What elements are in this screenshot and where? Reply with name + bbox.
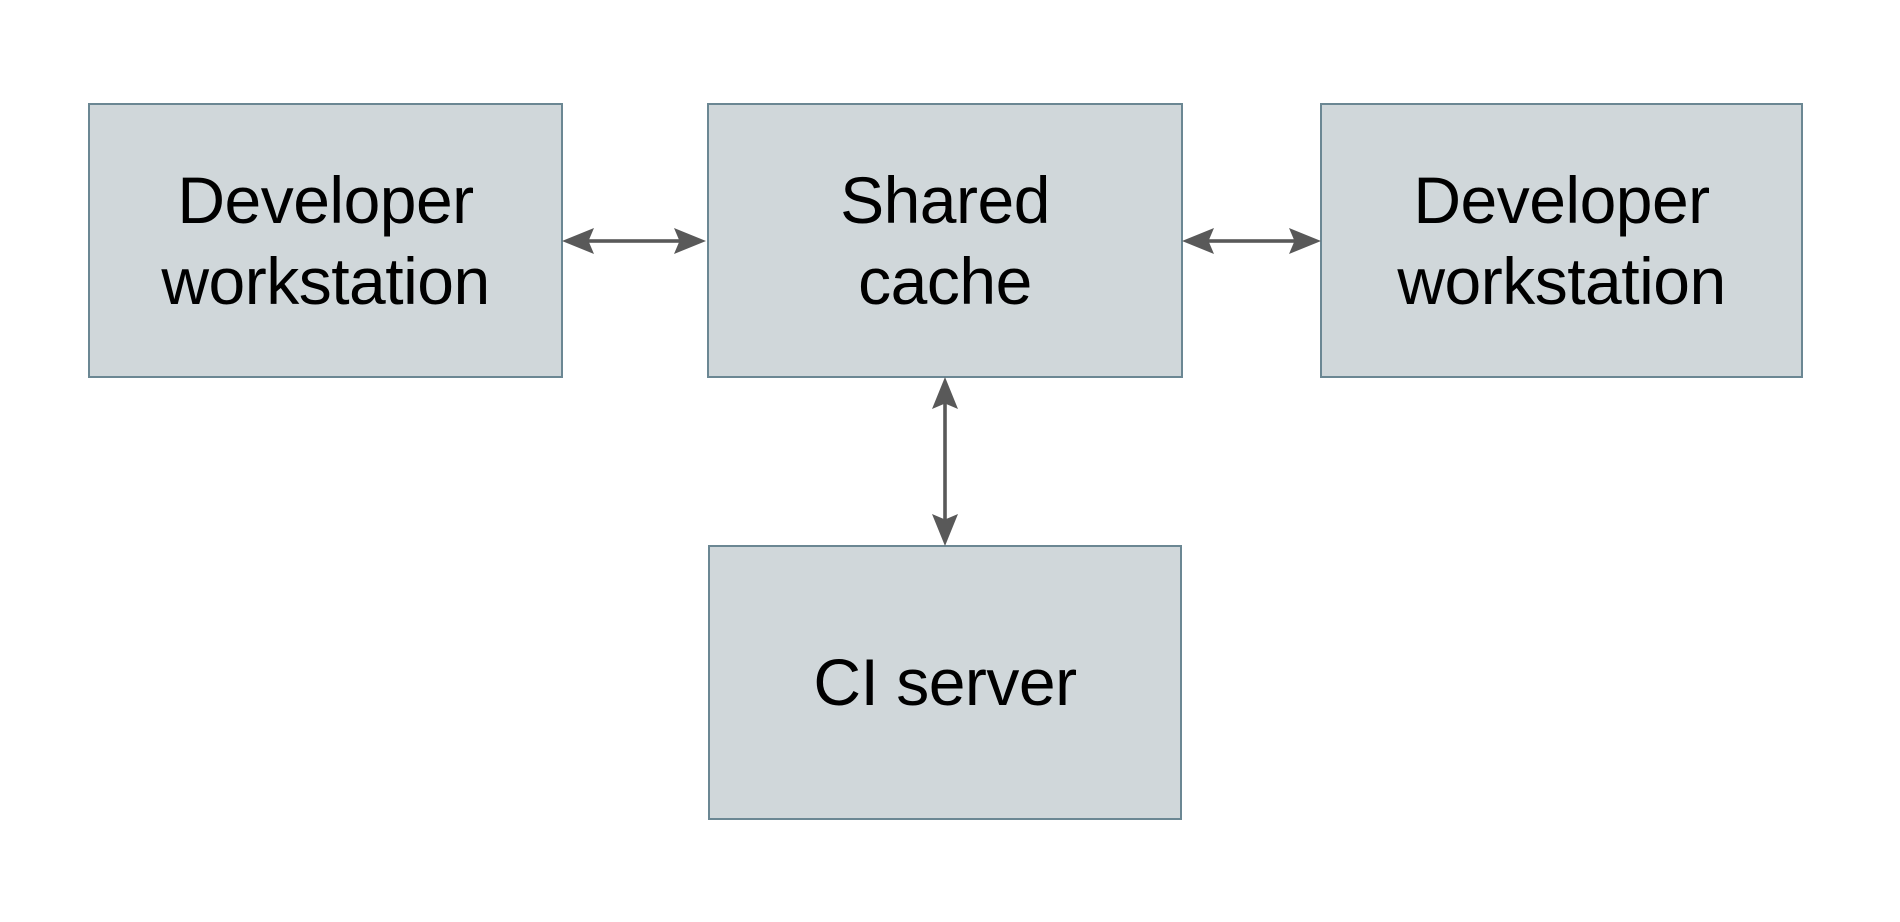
edge-developer-workstation-left-to-shared-cache	[561, 222, 707, 260]
node-shared-cache[interactable]: Shared cache	[707, 103, 1183, 378]
node-label: Developer workstation	[161, 162, 490, 318]
double-arrow-horizontal-icon	[562, 228, 706, 254]
node-label: Shared cache	[840, 162, 1050, 318]
node-label: CI server	[813, 645, 1077, 720]
edge-shared-cache-to-developer-workstation-right	[1181, 222, 1322, 260]
node-developer-workstation-left[interactable]: Developer workstation	[88, 103, 563, 378]
edge-shared-cache-to-ci-server	[926, 376, 964, 547]
node-label: Developer workstation	[1397, 162, 1726, 318]
double-arrow-horizontal-icon	[1182, 228, 1321, 254]
node-ci-server[interactable]: CI server	[708, 545, 1182, 820]
double-arrow-vertical-icon	[932, 377, 958, 546]
node-developer-workstation-right[interactable]: Developer workstation	[1320, 103, 1803, 378]
